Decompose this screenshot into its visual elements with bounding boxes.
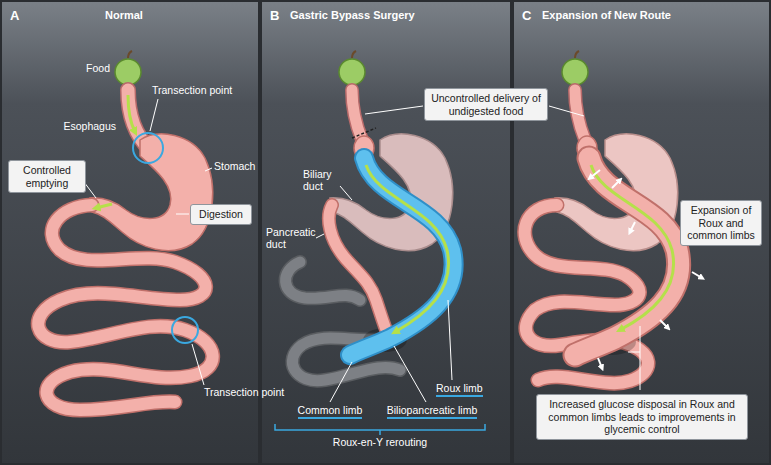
panel-title: Gastric Bypass Surgery xyxy=(290,9,415,21)
callout-box: Increased glucose disposal in Roux and c… xyxy=(536,394,748,440)
anatomy-label: Pancreatic duct xyxy=(266,226,316,250)
box-text: Uncontrolled delivery of undigested food xyxy=(430,92,542,117)
panel-letter: C xyxy=(522,8,531,23)
anatomy-label: Transection point xyxy=(204,386,284,398)
panel-title: Expansion of New Route xyxy=(542,9,671,21)
anatomy-label: Biliary duct xyxy=(303,168,343,192)
limb-label: Common limb xyxy=(298,404,363,419)
callout-box: Controlled emptying xyxy=(8,160,86,193)
anatomy-label: Transection point xyxy=(152,84,232,96)
limb-label: Biliopancreatic limb xyxy=(387,404,477,419)
anatomy-label: Esophagus xyxy=(63,120,116,132)
callout-box: Uncontrolled delivery of undigested food xyxy=(424,88,548,121)
box-text: Increased glucose disposal in Roux and c… xyxy=(542,398,742,436)
panel-letter: B xyxy=(270,8,279,23)
box-text: Expansion of Roux and common limbs xyxy=(686,204,756,242)
limb-label: Roux limb xyxy=(436,382,483,397)
panel-letter: A xyxy=(10,8,19,23)
panel-title: Normal xyxy=(105,9,143,21)
anatomy-label: Roux-en-Y rerouting xyxy=(333,436,427,448)
anatomy-label: Stomach xyxy=(214,160,255,172)
callout-box: Expansion of Roux and common limbs xyxy=(680,200,762,246)
box-text: Digestion xyxy=(196,208,246,221)
anatomy-label: Food xyxy=(86,62,110,74)
panel-band: C Expansion of New RouteExpansion of Roux… xyxy=(514,2,769,463)
box-text: Controlled emptying xyxy=(14,164,80,189)
callout-box: Digestion xyxy=(190,204,252,225)
